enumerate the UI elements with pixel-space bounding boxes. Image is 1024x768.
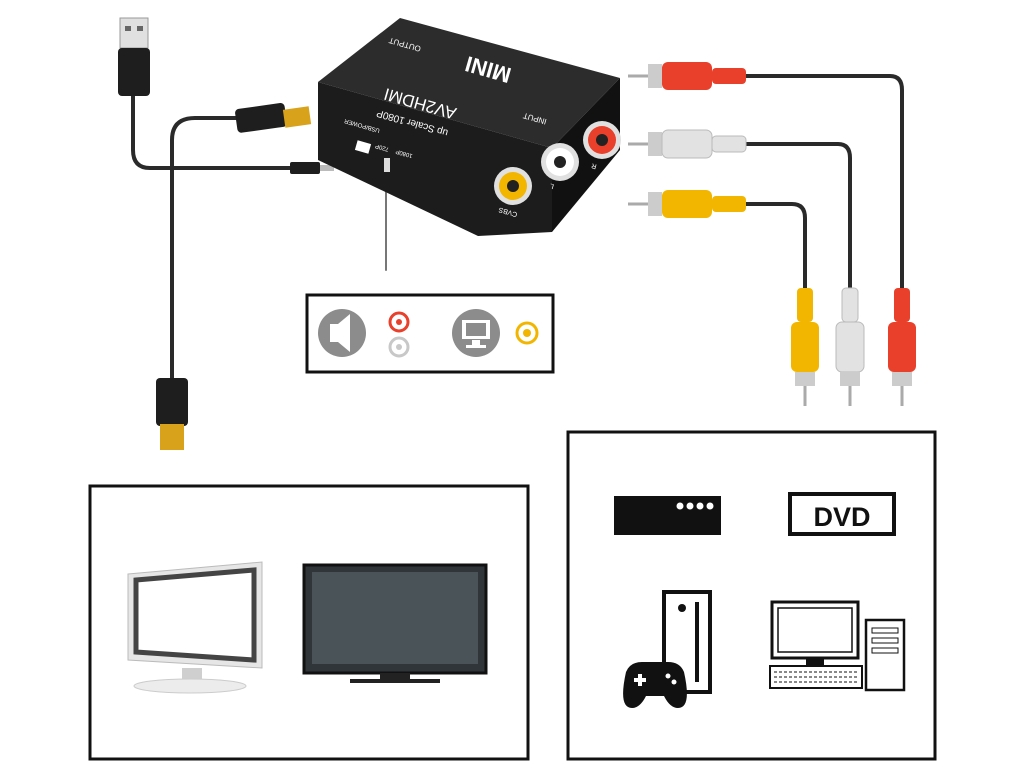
monitor-icon xyxy=(452,309,500,357)
dvd-player-icon: DVD xyxy=(788,492,896,536)
desktop-monitor-icon xyxy=(127,561,263,694)
audio-jacks-icon xyxy=(388,311,410,358)
port-legend-box xyxy=(305,293,555,374)
rca-white-plug-vertical xyxy=(835,287,865,406)
rca-white-jack xyxy=(541,143,579,181)
usb-power-port xyxy=(354,140,372,154)
rca-red-plug xyxy=(628,62,746,90)
rca-red-cable xyxy=(743,74,904,292)
television-icon xyxy=(302,563,488,683)
usb-plug xyxy=(118,17,150,96)
set-top-box-icon xyxy=(614,496,721,535)
hdmi-plug-top xyxy=(235,103,312,133)
source-devices-box: DVD xyxy=(566,430,937,761)
rca-red-jack xyxy=(583,121,621,159)
rca-plugs-bottom xyxy=(791,287,916,406)
rca-white-plug xyxy=(628,129,747,159)
rca-yellow-cable xyxy=(743,202,807,292)
rca-yellow-plug-vertical xyxy=(791,288,819,406)
av2hdmi-converter: MINI AV2HDMI up Scaler 1080P OUTPUT INPU… xyxy=(318,18,621,236)
dvd-label: DVD xyxy=(813,502,870,532)
res-1080-label: 1080P xyxy=(395,148,413,159)
rca-yellow-plug xyxy=(628,190,746,218)
rca-red-plug-vertical xyxy=(888,288,916,406)
hdmi-plug-bottom xyxy=(156,378,188,450)
hdmi-cable xyxy=(170,116,242,382)
display-devices-box xyxy=(88,484,530,761)
res-720-label: 720P xyxy=(375,142,390,152)
resolution-switch xyxy=(384,158,390,172)
rca-yellow-jack xyxy=(494,167,532,205)
desktop-computer-icon xyxy=(769,600,906,692)
rca-white-cable xyxy=(743,142,852,292)
game-console-icon xyxy=(623,590,712,708)
r-label: R xyxy=(591,161,598,169)
rca-plugs-top xyxy=(628,62,747,218)
l-label: L xyxy=(549,182,555,190)
speaker-icon xyxy=(318,309,366,357)
cables xyxy=(131,74,904,382)
usb-cable xyxy=(131,94,297,170)
micro-usb-plug xyxy=(290,162,334,174)
video-jack-icon xyxy=(515,321,539,345)
